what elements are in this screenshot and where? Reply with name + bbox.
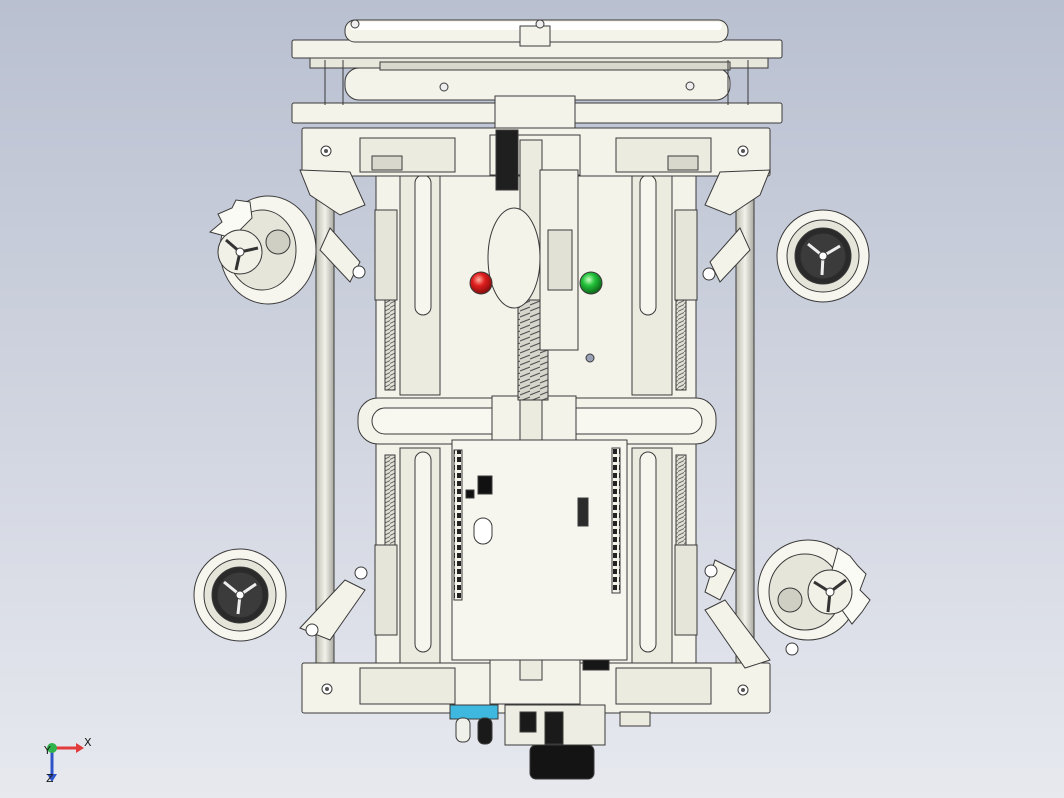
- orientation-triad[interactable]: [36, 728, 106, 798]
- triad-y-label: Y: [44, 744, 51, 757]
- upper-motor-hub: [487, 207, 541, 309]
- control-board[interactable]: [451, 439, 628, 661]
- y-axis-dot: [47, 743, 57, 753]
- wheel-bottom-right[interactable]: [757, 539, 871, 641]
- green-led-indicator: [579, 271, 603, 295]
- wheel-bottom-left[interactable]: [193, 548, 287, 642]
- triad-z-label: Z: [46, 772, 54, 785]
- red-led-indicator: [469, 271, 493, 295]
- wheel-arms[interactable]: [299, 169, 799, 669]
- top-plate-stack[interactable]: [291, 19, 783, 129]
- wheel-top-left[interactable]: [208, 195, 317, 305]
- wheel-top-right[interactable]: [776, 209, 870, 303]
- bottom-cross-plate[interactable]: [301, 659, 771, 714]
- triad-x-label: X: [84, 736, 92, 749]
- bottom-connectors[interactable]: [449, 704, 651, 780]
